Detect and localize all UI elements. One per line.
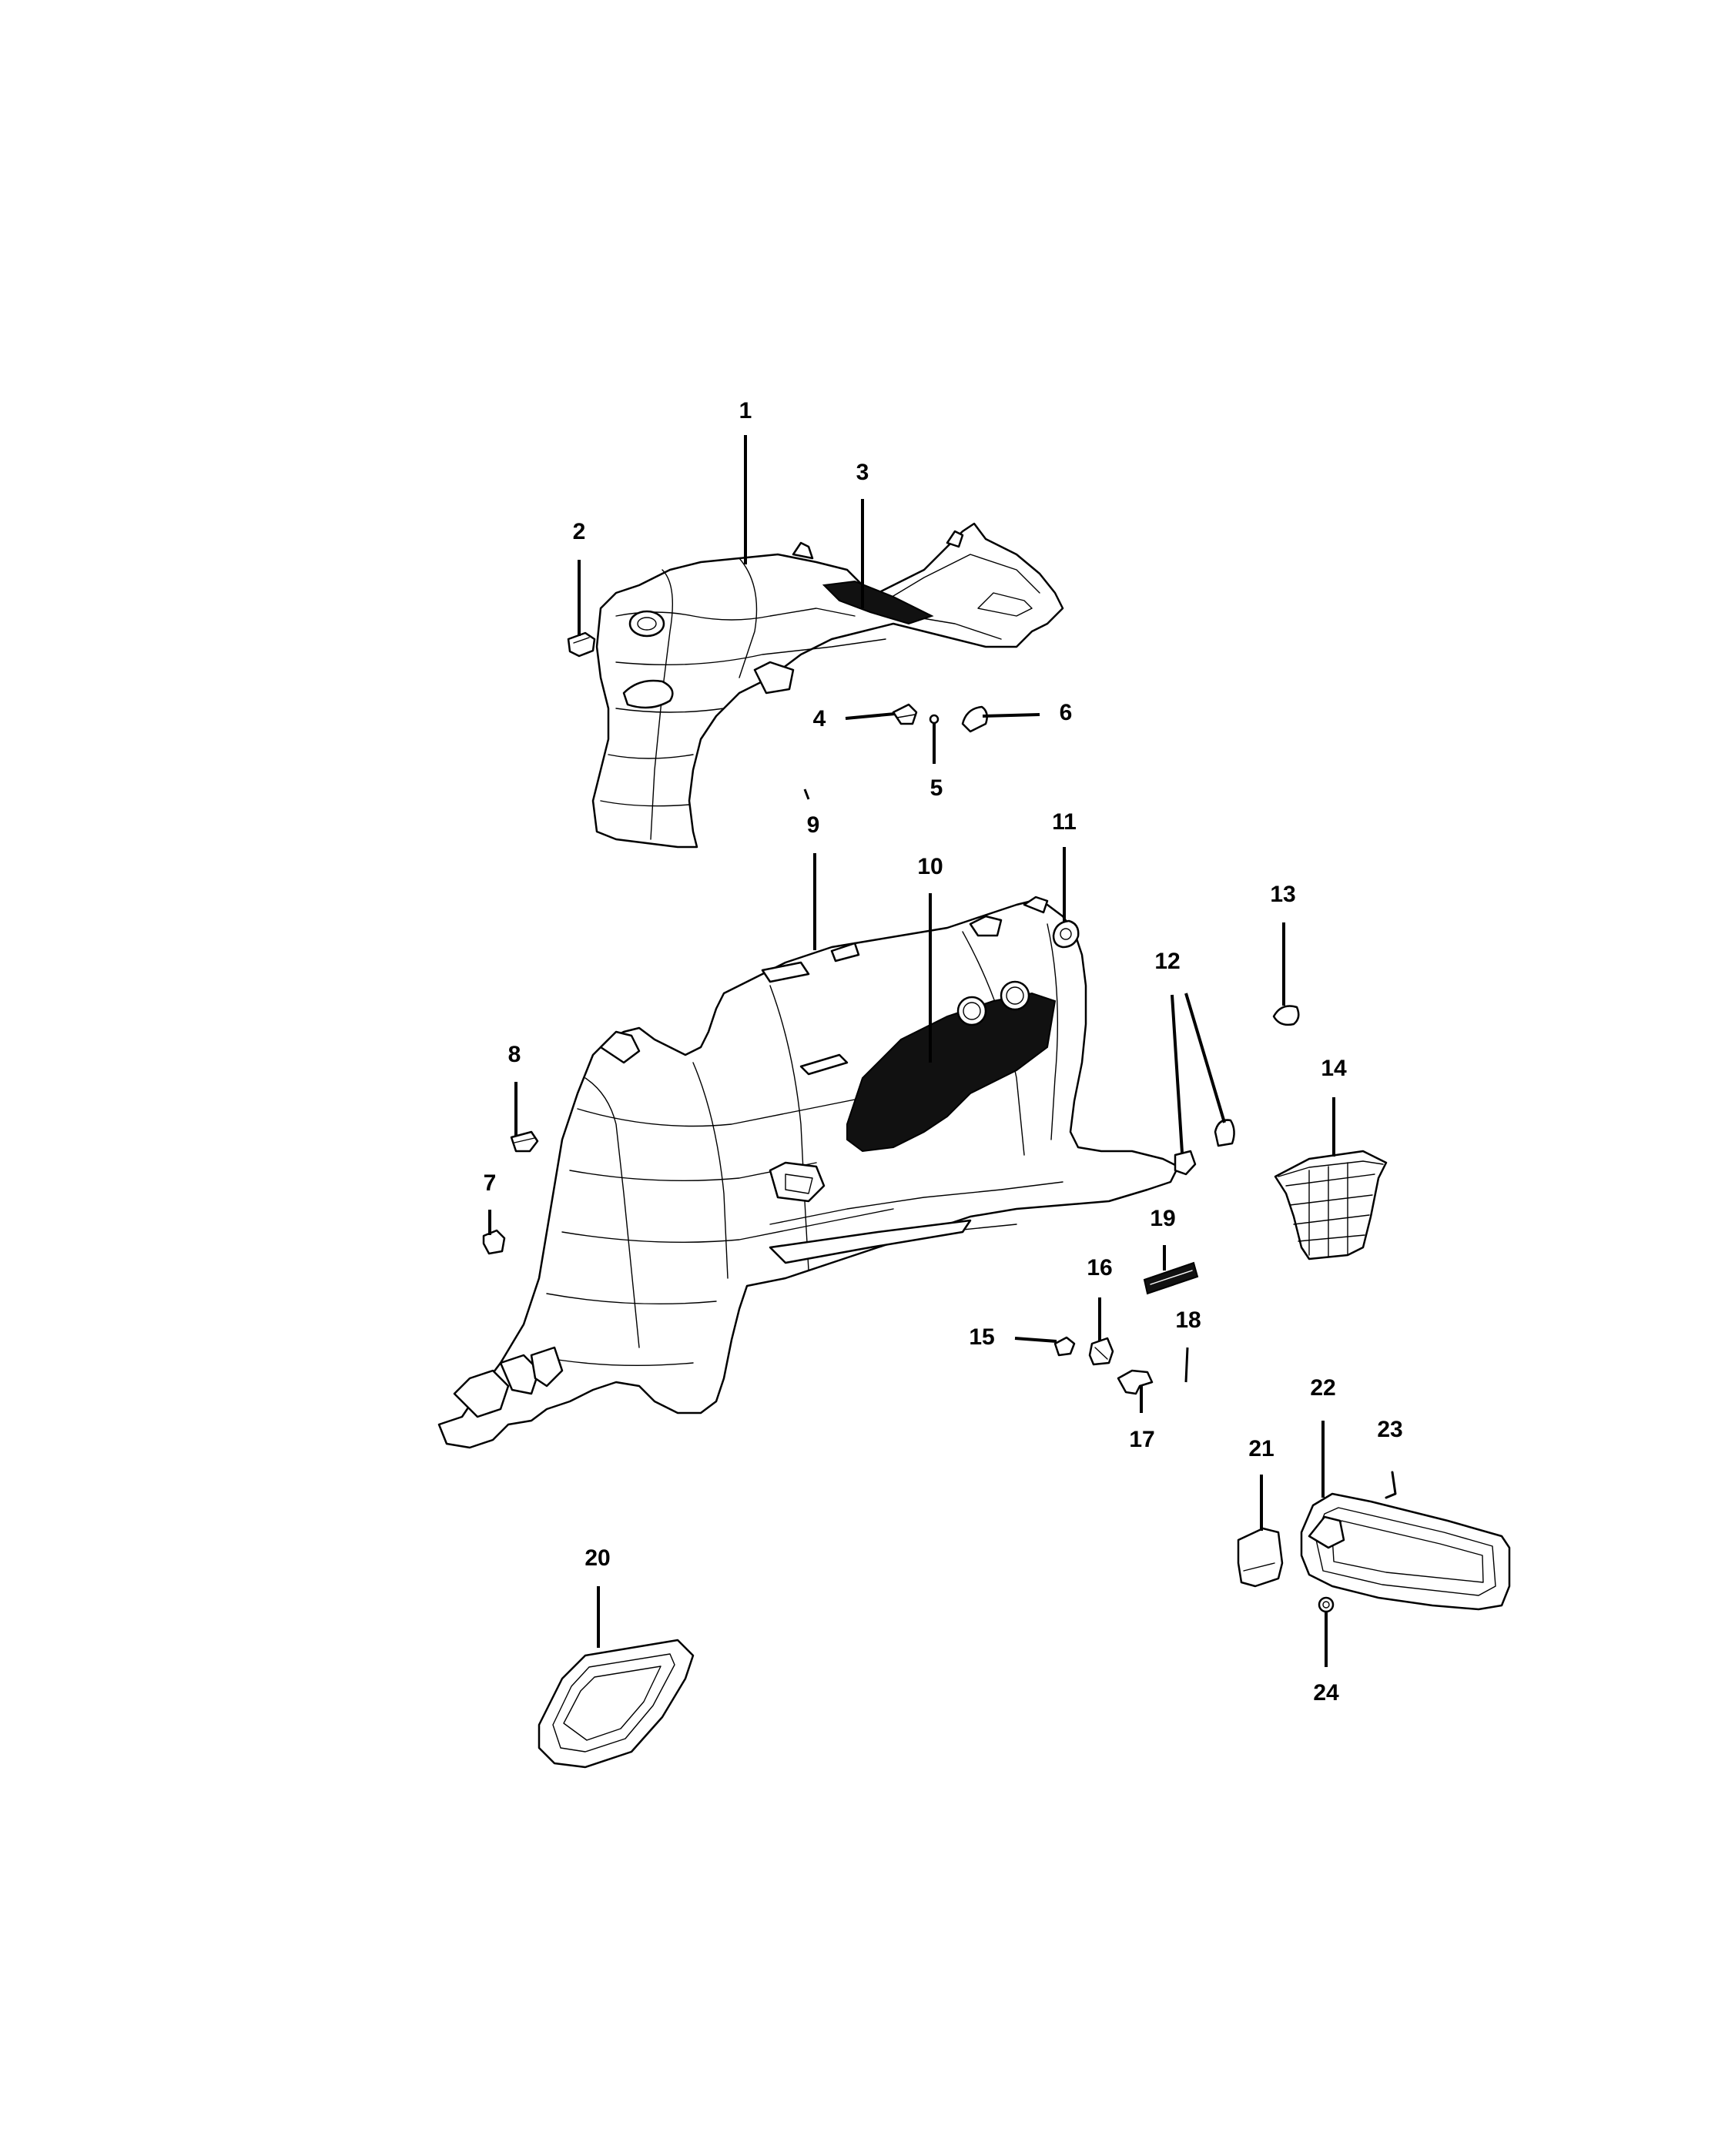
callout-14: 14 xyxy=(1321,1056,1347,1081)
part-7-push-pin xyxy=(482,1229,506,1255)
callout-10: 10 xyxy=(917,854,943,879)
callout-15: 15 xyxy=(969,1324,994,1350)
upper-trim-panel xyxy=(591,522,1064,849)
callout-7: 7 xyxy=(484,1170,497,1196)
leader-4 xyxy=(845,712,896,720)
part-11-fastener xyxy=(1052,919,1080,949)
callout-23: 23 xyxy=(1377,1417,1402,1442)
part-20-bezel xyxy=(538,1639,695,1769)
part-15-clip xyxy=(1053,1336,1076,1357)
leader-12b xyxy=(1184,993,1226,1123)
leader-12a xyxy=(1171,994,1184,1153)
part-21-cover xyxy=(1237,1527,1284,1588)
part-2-push-pin xyxy=(567,631,596,658)
callout-11: 11 xyxy=(1052,809,1077,835)
callout-6: 6 xyxy=(1060,700,1073,725)
callout-21: 21 xyxy=(1248,1436,1274,1461)
part-19-vent xyxy=(1143,1261,1199,1295)
callout-13: 13 xyxy=(1270,882,1295,907)
callout-17: 17 xyxy=(1129,1427,1154,1452)
callout-2: 2 xyxy=(573,519,586,544)
part-12-clips xyxy=(1174,1119,1235,1176)
part-8-clip xyxy=(510,1130,539,1153)
callout-20: 20 xyxy=(584,1545,610,1571)
callout-8: 8 xyxy=(508,1042,521,1067)
leader-6 xyxy=(982,713,1040,718)
part-6-cap xyxy=(961,705,988,733)
callout-1: 1 xyxy=(739,398,752,424)
callout-19: 19 xyxy=(1150,1206,1175,1231)
part-18-pin xyxy=(1184,1347,1189,1383)
callout-24: 24 xyxy=(1313,1680,1339,1706)
leader-lines xyxy=(488,435,1335,1667)
part-24-nut xyxy=(1318,1596,1335,1613)
part-23-clip xyxy=(1385,1471,1397,1499)
callout-3: 3 xyxy=(856,460,869,485)
part-22-bezel xyxy=(1300,1492,1511,1611)
callout-16: 16 xyxy=(1087,1255,1112,1281)
part-13-cap xyxy=(1272,1005,1300,1026)
leader-15 xyxy=(1014,1337,1057,1343)
callout-22: 22 xyxy=(1310,1375,1335,1401)
lower-trim-panel xyxy=(437,896,1180,1449)
leader-9-tick xyxy=(803,788,810,800)
part-4-clip xyxy=(892,703,918,725)
callout-labels: 1 2 3 4 5 6 7 8 9 10 11 12 13 14 15 16 1… xyxy=(484,398,1403,1706)
part-14-storage-net xyxy=(1274,1150,1388,1260)
callout-9: 9 xyxy=(807,812,820,838)
callout-12: 12 xyxy=(1154,949,1180,974)
callout-18: 18 xyxy=(1175,1307,1201,1333)
part-5-screw xyxy=(929,714,940,725)
callout-5: 5 xyxy=(930,775,943,801)
part-17-bracket xyxy=(1117,1369,1154,1395)
callout-4: 4 xyxy=(813,706,826,732)
part-16-nut xyxy=(1088,1337,1114,1366)
